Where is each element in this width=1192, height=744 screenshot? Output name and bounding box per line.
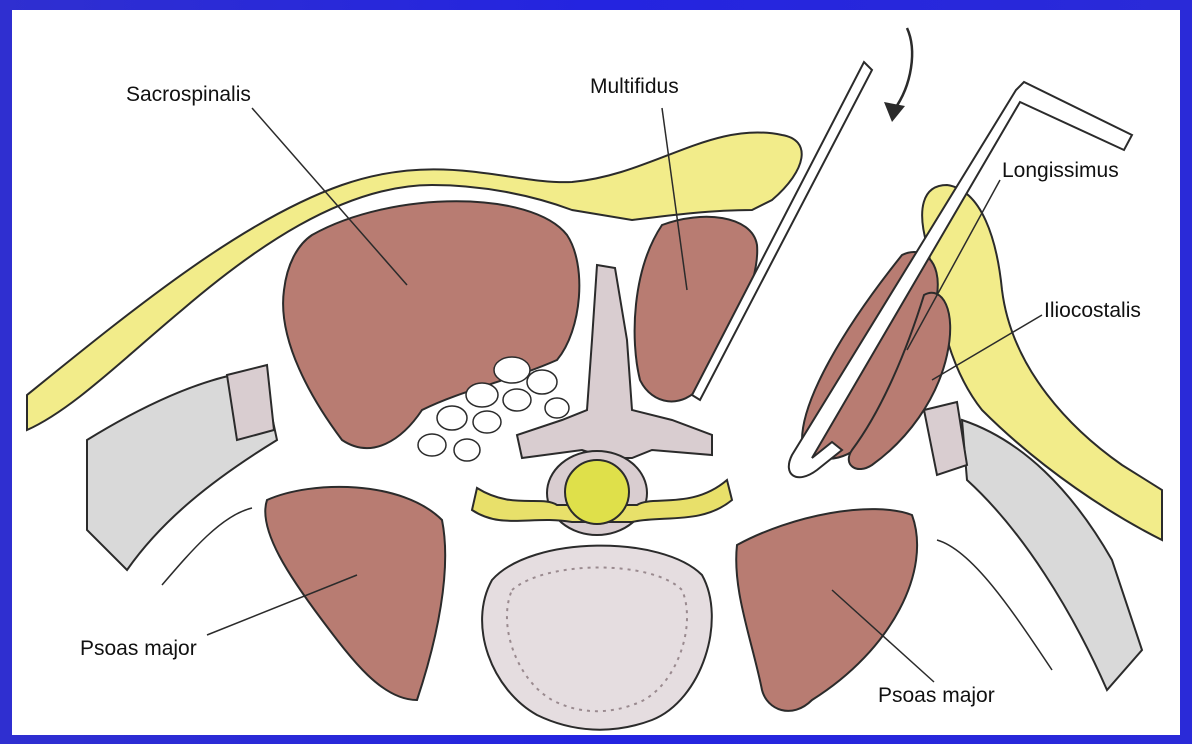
label-longissimus: Longissimus (1002, 160, 1119, 181)
transverse-process-right (924, 402, 967, 475)
diagram-panel: Sacrospinalis Multifidus Longissimus Ili… (12, 10, 1180, 735)
sacrospinalis-muscle (283, 201, 579, 448)
anatomy-illustration (12, 10, 1180, 735)
vertebral-body (482, 546, 712, 730)
curved-arrow-icon (884, 28, 912, 122)
psoas-left-muscle (265, 487, 445, 700)
label-psoas-major-right: Psoas major (878, 685, 995, 706)
psoas-right-muscle (736, 509, 917, 711)
label-iliocostalis: Iliocostalis (1044, 300, 1141, 321)
fascia-line-left (162, 508, 252, 585)
label-sacrospinalis: Sacrospinalis (126, 84, 251, 105)
spinal-cord (565, 460, 629, 524)
label-psoas-major-left: Psoas major (80, 638, 197, 659)
label-multifidus: Multifidus (590, 76, 679, 97)
